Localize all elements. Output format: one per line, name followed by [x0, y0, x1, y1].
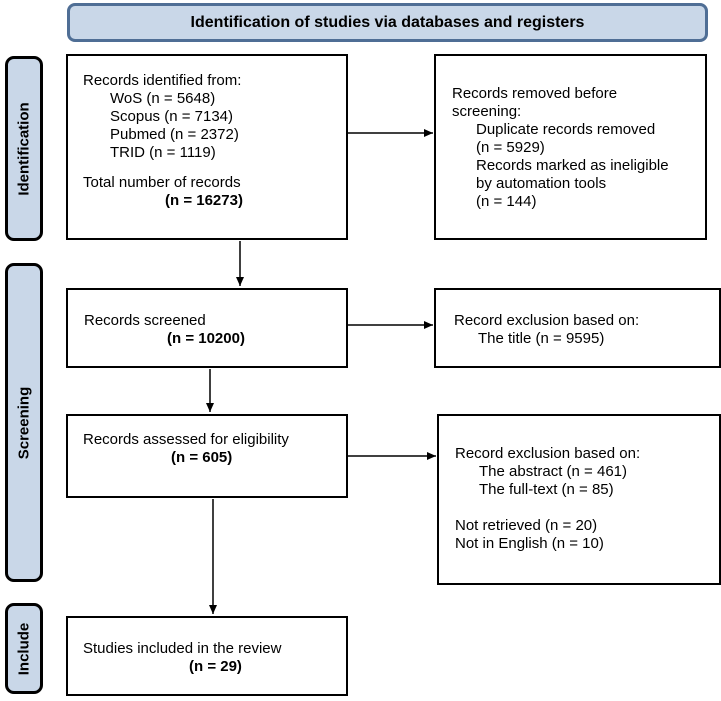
included-value: (n = 29) [189, 658, 242, 675]
not-retrieved: Not retrieved (n = 20) [455, 517, 598, 534]
removed-heading-2: screening: [452, 103, 522, 120]
duplicates-label: Duplicate records removed [476, 121, 656, 138]
screened-label: Records screened [84, 312, 206, 329]
title-exclusion-box: Record exclusion based on: The title (n … [434, 288, 721, 368]
abstract-exclusion: The abstract (n = 461) [479, 463, 627, 480]
included-label: Studies included in the review [83, 640, 282, 657]
not-in-english: Not in English (n = 10) [455, 535, 604, 552]
records-identified-box: Records identified from: WoS (n = 5648) … [66, 54, 348, 240]
fulltext-exclusion-box: Record exclusion based on: The abstract … [437, 414, 721, 585]
source-wos: WoS (n = 5648) [110, 90, 216, 107]
screened-value: (n = 10200) [167, 330, 245, 347]
ineligible-label-1: Records marked as ineligible [476, 157, 669, 174]
duplicates-value: (n = 5929) [476, 139, 545, 156]
assessed-label: Records assessed for eligibility [83, 431, 289, 448]
phase-include: Include [5, 603, 43, 694]
diagram-header: Identification of studies via databases … [67, 3, 708, 42]
ineligible-value: (n = 144) [476, 193, 537, 210]
ineligible-label-2: by automation tools [476, 175, 607, 192]
phase-screening: Screening [5, 263, 43, 582]
removed-heading-1: Records removed before [452, 85, 618, 102]
studies-included-box: Studies included in the review (n = 29) [66, 616, 348, 696]
records-screened-box: Records screened (n = 10200) [66, 288, 348, 368]
total-records-value: (n = 16273) [165, 192, 243, 209]
title-exclusion-heading: Record exclusion based on: [454, 312, 640, 329]
source-trid: TRID (n = 1119) [110, 144, 216, 161]
fulltext-exclusion-heading: Record exclusion based on: [455, 445, 641, 462]
title-exclusion-value: The title (n = 9595) [478, 330, 605, 347]
source-scopus: Scopus (n = 7134) [110, 108, 233, 125]
assessed-value: (n = 605) [171, 449, 233, 466]
total-records-label: Total number of records [83, 174, 241, 191]
header-title: Identification of studies via databases … [190, 13, 585, 31]
records-assessed-box: Records assessed for eligibility (n = 60… [66, 414, 348, 498]
identified-heading: Records identified from: [83, 72, 242, 89]
fulltext-exclusion: The full-text (n = 85) [479, 481, 614, 498]
records-removed-box: Records removed before screening: Duplic… [434, 54, 707, 240]
source-pubmed: Pubmed (n = 2372) [110, 126, 239, 143]
phase-identification: Identification [5, 56, 43, 241]
